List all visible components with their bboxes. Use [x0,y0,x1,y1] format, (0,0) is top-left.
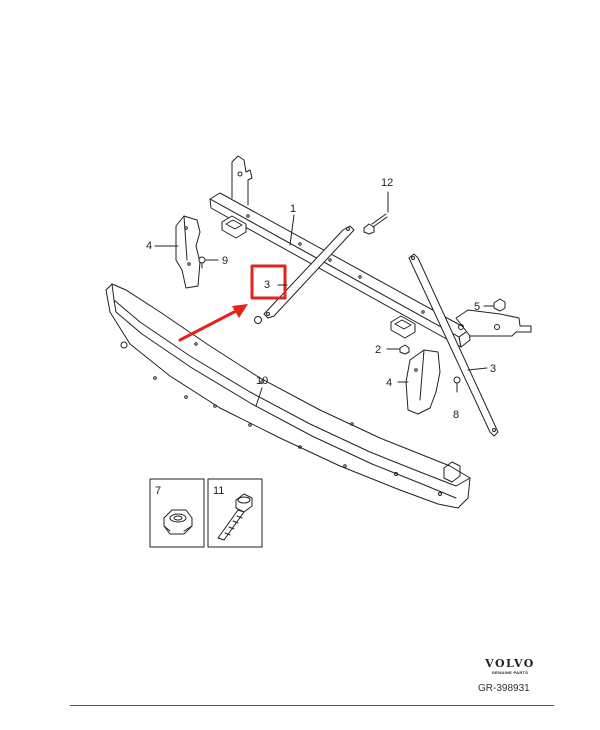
callout-7: 7 [155,485,161,497]
callout-2: 2 [375,344,381,356]
cross-member-frame [209,155,532,348]
callout-3-right: 3 [490,363,496,375]
left-screw [198,256,219,269]
middle-nut [386,344,410,355]
top-bolt [363,191,389,235]
red-arrow-icon [178,304,248,342]
logo-tagline: GENUINE PARTS [491,670,529,675]
callout-9: 9 [222,255,228,267]
diagram-reference: GR-398931 [478,683,530,694]
callout-12: 12 [381,177,393,189]
right-strut [408,253,499,437]
volvo-logo: VOLVO GENUINE PARTS [480,658,540,676]
left-bracket [154,215,201,289]
inset-nut-box [149,478,205,548]
footer-divider [70,705,554,706]
right-screw [453,376,461,393]
callout-11: 11 [213,485,224,497]
right-bracket [397,349,441,415]
callout-8: 8 [453,409,459,421]
logo-wordmark: VOLVO [485,657,535,670]
callout-5: 5 [474,301,480,313]
highlight-box [250,264,287,300]
callout-10: 10 [256,375,268,387]
callout-1: 1 [290,203,296,215]
callout-3-highlighted: 3 [264,279,270,291]
right-nut [483,298,506,312]
callout-4-right: 4 [386,377,392,389]
inset-bolt-box [207,478,263,548]
callout-4-left: 4 [146,240,152,252]
bumper-beam [105,283,471,509]
